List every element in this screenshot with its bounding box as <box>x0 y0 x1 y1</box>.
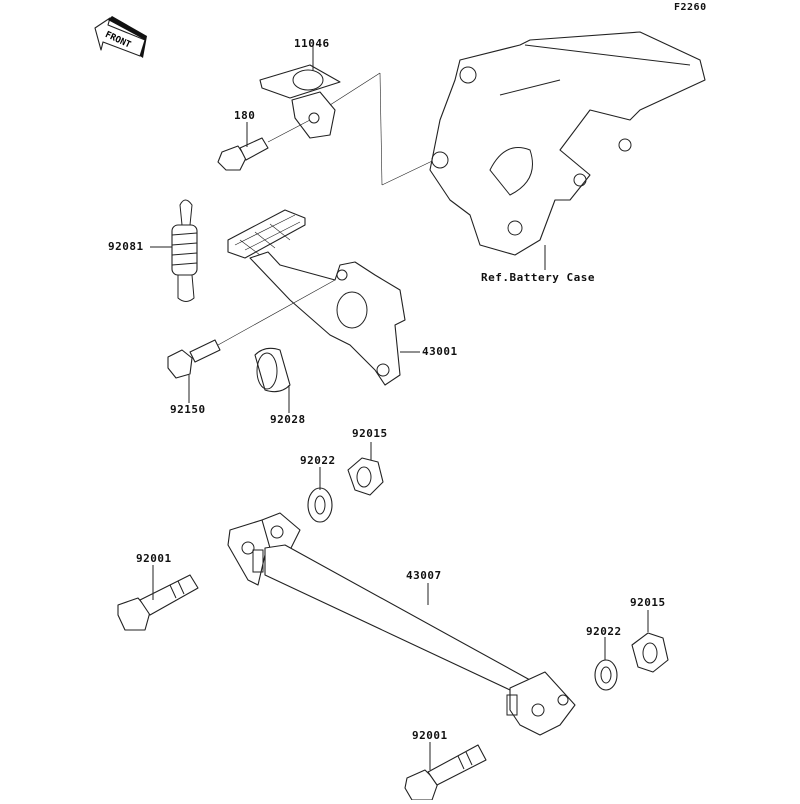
part-label-92015-right[interactable]: 92015 <box>630 596 666 609</box>
part-92015-nut-right[interactable] <box>631 632 669 673</box>
part-92015-nut-upper[interactable] <box>347 457 384 496</box>
part-11046-bracket[interactable] <box>259 64 341 139</box>
battery-case-reference-drawing <box>429 31 706 256</box>
front-arrow-icon <box>94 16 147 58</box>
part-92081-spring[interactable] <box>171 199 198 302</box>
diagram-code: F2260 <box>674 2 707 13</box>
leader-line-bracket <box>329 72 381 106</box>
part-43007-rod[interactable] <box>227 512 576 736</box>
part-label-180[interactable]: 180 <box>234 109 256 122</box>
part-92022-washer-upper[interactable] <box>307 487 333 523</box>
part-43001-brake-pedal[interactable] <box>227 209 406 386</box>
part-92022-washer-right[interactable] <box>594 659 618 691</box>
part-180-bolt[interactable] <box>217 137 269 171</box>
part-label-92022-upper[interactable]: 92022 <box>300 454 336 467</box>
part-label-92001-left[interactable]: 92001 <box>136 552 172 565</box>
part-label-11046[interactable]: 11046 <box>294 37 330 50</box>
part-label-43001[interactable]: 43001 <box>422 345 458 358</box>
part-label-92150[interactable]: 92150 <box>170 403 206 416</box>
part-92001-bolt-left[interactable] <box>117 574 199 631</box>
part-92001-bolt-bottom[interactable] <box>404 744 487 801</box>
part-92150-bolt[interactable] <box>167 339 221 379</box>
part-label-92015-upper[interactable]: 92015 <box>352 427 388 440</box>
part-label-92001-bottom[interactable]: 92001 <box>412 729 448 742</box>
reference-note-battery-case: Ref.Battery Case <box>481 271 595 284</box>
part-92028-collar[interactable] <box>254 347 291 393</box>
part-label-92022-right[interactable]: 92022 <box>586 625 622 638</box>
part-label-92028[interactable]: 92028 <box>270 413 306 426</box>
part-label-43007[interactable]: 43007 <box>406 569 442 582</box>
part-label-92081[interactable]: 92081 <box>108 240 144 253</box>
